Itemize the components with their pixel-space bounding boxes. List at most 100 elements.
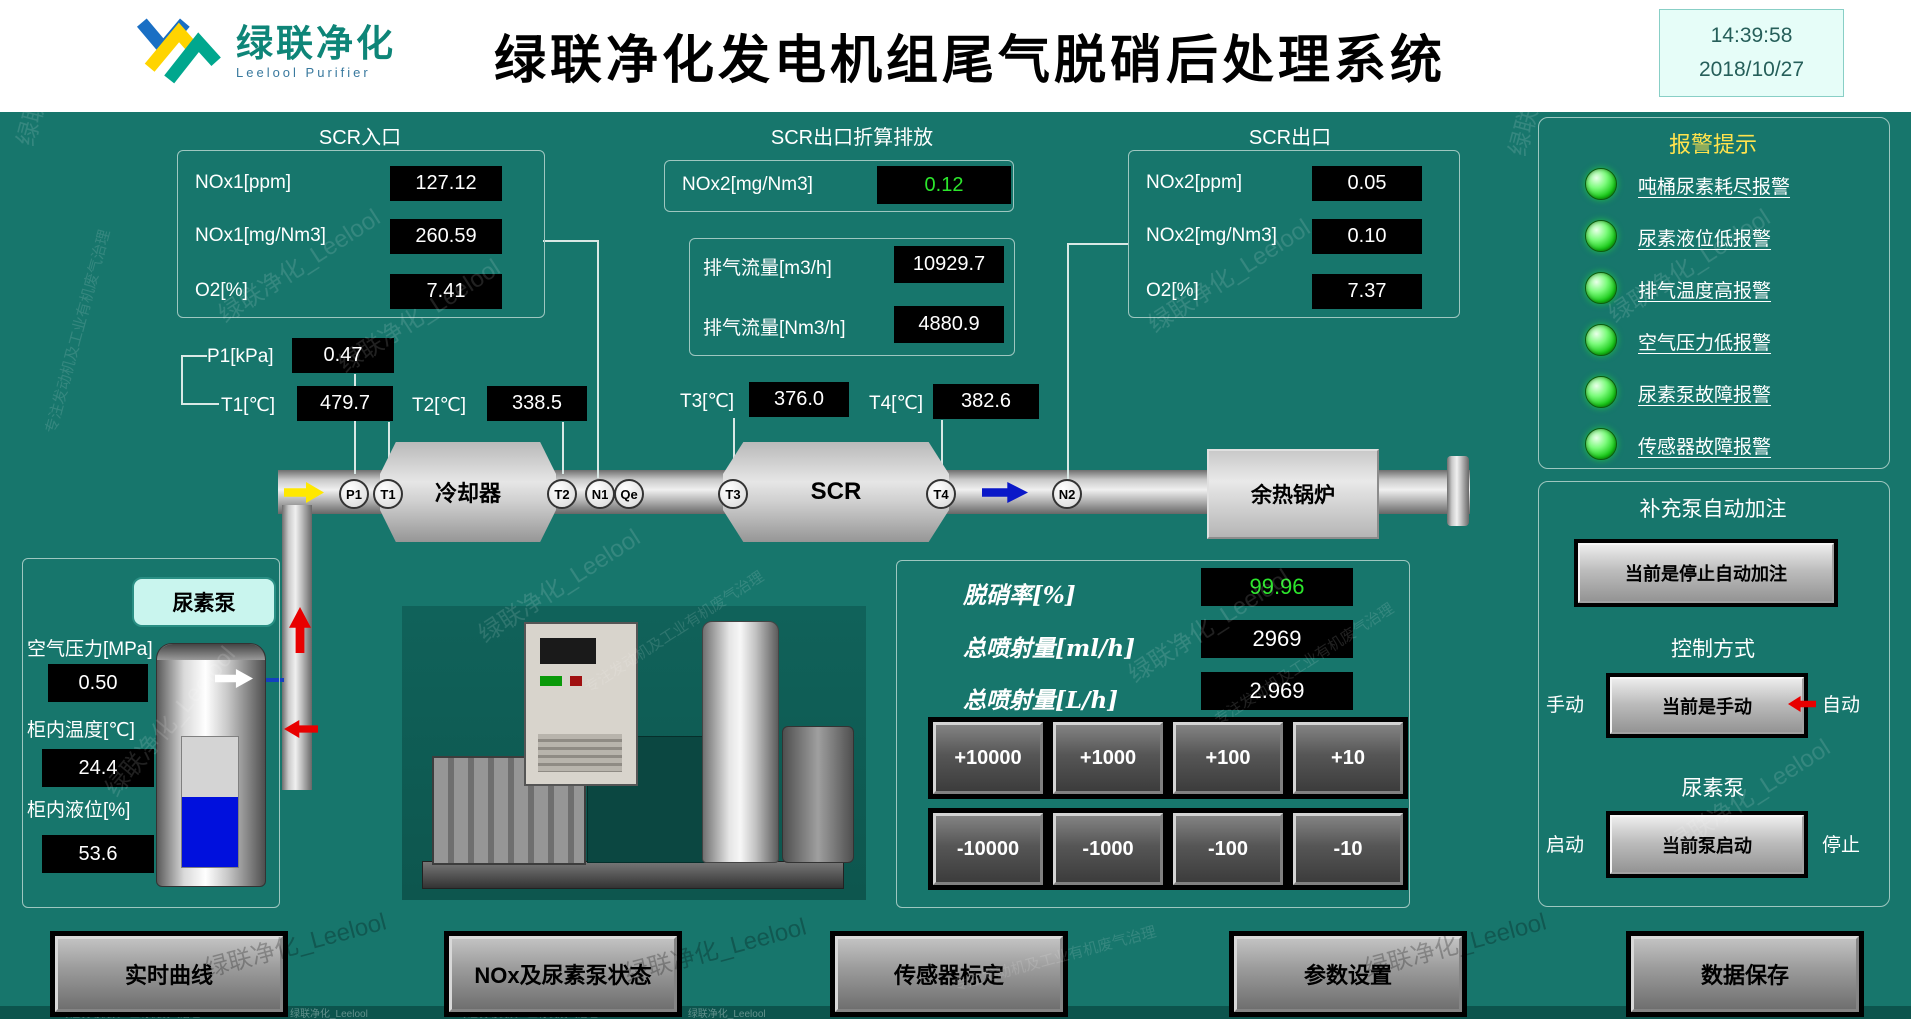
scr-inlet-row-value: 7.41 [390, 274, 502, 309]
scr-inlet-row-label: NOx1[ppm] [195, 172, 292, 193]
scr-outlet-row-value: 0.10 [1312, 219, 1422, 254]
scr-outlet-row-label: NOx2[mg/Nm3] [1146, 225, 1277, 246]
alarm-item[interactable]: 传感器故障报警 [1638, 437, 1772, 458]
connector-line [354, 374, 356, 474]
waste-heat-boiler: 余热锅炉 [1207, 449, 1379, 539]
nav-sensor-calibration-button[interactable]: 传感器标定 [830, 931, 1068, 1017]
clock-panel: 14:39:58 2018/10/27 [1659, 9, 1844, 97]
mode-manual-label: 手动 [1546, 695, 1585, 716]
scr-inlet-row-value: 127.12 [390, 166, 502, 201]
adjust-plus-10000-button[interactable]: +10000 [928, 717, 1048, 799]
t3-label: T3[℃] [680, 391, 735, 412]
adjust-minus-10000-button[interactable]: -10000 [928, 808, 1048, 890]
t1-value: 479.7 [297, 386, 393, 421]
generator-graphic [402, 606, 866, 900]
nav-data-save-button[interactable]: 数据保存 [1626, 931, 1864, 1017]
denox-rate-label: 脱硝率[%] [963, 582, 1076, 609]
sensor-marker-t1: T1 [373, 479, 403, 509]
alternator-end-unit [782, 726, 854, 863]
alarm-led [1585, 272, 1617, 304]
exhaust-flow-panel [689, 238, 1015, 356]
sensor-marker-t4: T4 [926, 479, 956, 509]
clock-time: 14:39:58 [1710, 24, 1793, 47]
alarm-item[interactable]: 吨桶尿素耗尽报警 [1638, 177, 1791, 198]
injection-l-value: 2.969 [1201, 672, 1353, 710]
alarm-led [1585, 376, 1617, 408]
injection-l-label: 总喷射量[L/h] [963, 687, 1119, 714]
nav-parameter-settings-button[interactable]: 参数设置 [1229, 931, 1467, 1017]
mode-title: 控制方式 [1671, 638, 1755, 661]
scr-outconv-nox-value: 0.12 [877, 166, 1011, 204]
alarm-item[interactable]: 尿素泵故障报警 [1638, 385, 1772, 406]
adjust-minus-10-button[interactable]: -10 [1288, 808, 1408, 890]
alarm-panel-title: 报警提示 [1668, 132, 1757, 157]
connector-line [388, 422, 390, 474]
alarm-item[interactable]: 排气温度高报警 [1638, 281, 1772, 302]
refill-title: 补充泵自动加注 [1639, 498, 1787, 521]
exhaust-flow-label: 排气流量[m3/h] [703, 258, 832, 279]
connector-line [562, 422, 564, 474]
tank-liquid-level [182, 796, 238, 867]
connector-line [181, 355, 183, 405]
p1-label: P1[kPa] [207, 346, 274, 367]
air-pressure-value: 0.50 [48, 664, 148, 702]
generator-skid-base [422, 861, 844, 889]
alarm-led [1585, 324, 1617, 356]
cabinet-level-label: 柜内液位[%] [27, 800, 131, 821]
refill-toggle-button[interactable]: 当前是停止自动加注 [1574, 539, 1838, 607]
alarm-led [1585, 428, 1617, 460]
tank-level-gauge [181, 736, 239, 868]
alarm-item[interactable]: 尿素液位低报警 [1638, 229, 1772, 250]
alarm-item[interactable]: 空气压力低报警 [1638, 333, 1772, 354]
logo-icon [136, 18, 221, 84]
t1-label: T1[℃] [221, 395, 276, 416]
cooler-unit: 冷却器 [380, 442, 556, 542]
sensor-marker-t3: T3 [718, 479, 748, 509]
sensor-marker-n1: N1 [585, 479, 615, 509]
pump-toggle-button[interactable]: 当前泵启动 [1606, 811, 1808, 878]
pipe-end-cap [1447, 456, 1469, 526]
adjust-minus-1000-button[interactable]: -1000 [1048, 808, 1168, 890]
scr-outlet-row-label: NOx2[ppm] [1146, 172, 1243, 193]
t3-value: 376.0 [749, 382, 849, 417]
cabinet-display [540, 638, 596, 664]
connector-line [1067, 243, 1069, 479]
scr-inlet-row-label: O2[%] [195, 280, 248, 301]
pump-stop-label: 停止 [1822, 835, 1861, 856]
pump-title: 尿素泵 [1681, 777, 1745, 800]
adjust-plus-1000-button[interactable]: +1000 [1048, 717, 1168, 799]
t2-value: 338.5 [487, 386, 587, 421]
scr-outlet-panel [1128, 150, 1460, 318]
injection-ml-value: 2969 [1201, 620, 1353, 658]
cabinet-temp-value: 24.4 [42, 749, 154, 787]
adjust-plus-100-button[interactable]: +100 [1168, 717, 1288, 799]
connector-line [1067, 243, 1129, 245]
mode-toggle-button[interactable]: 当前是手动 [1606, 673, 1808, 738]
nav-realtime-curve-button[interactable]: 实时曲线 [50, 931, 288, 1017]
adjust-plus-10-button[interactable]: +10 [1288, 717, 1408, 799]
connector-line [733, 418, 735, 474]
clock-date: 2018/10/27 [1698, 58, 1805, 81]
cabinet-vent [538, 734, 622, 772]
logo-title: 绿联净化 [236, 23, 396, 65]
exhaust-flow-value: 10929.7 [894, 246, 1004, 283]
scr-outconv-nox-label: NOx2[mg/Nm3] [682, 174, 813, 195]
t2-label: T2[℃] [412, 395, 467, 416]
scr-inlet-title: SCR入口 [318, 127, 402, 149]
scr-outlet-row-label: O2[%] [1146, 280, 1199, 301]
connector-line [181, 403, 219, 405]
adjust-minus-100-button[interactable]: -100 [1168, 808, 1288, 890]
scr-outconv-title: SCR出口折算排放 [770, 127, 934, 149]
exhaust-flow-label: 排气流量[Nm3/h] [703, 318, 846, 339]
alarm-panel [1538, 117, 1890, 469]
scr-inlet-row-label: NOx1[mg/Nm3] [195, 225, 326, 246]
header-bar: 绿联净化 Leelool Purifier 绿联净化发电机组尾气脱硝后处理系统 … [0, 0, 1911, 112]
page-title: 绿联净化发电机组尾气脱硝后处理系统 [493, 30, 1446, 91]
exhaust-flow-value: 4880.9 [894, 306, 1004, 343]
alternator-vessel [702, 621, 779, 863]
nav-nox-pump-status-button[interactable]: NOx及尿素泵状态 [444, 931, 682, 1017]
scr-outconv-panel [664, 160, 1014, 212]
sensor-marker-qe: Qe [614, 479, 644, 509]
injection-ml-label: 总喷射量[ml/h] [963, 635, 1135, 662]
sensor-marker-t2: T2 [547, 479, 577, 509]
